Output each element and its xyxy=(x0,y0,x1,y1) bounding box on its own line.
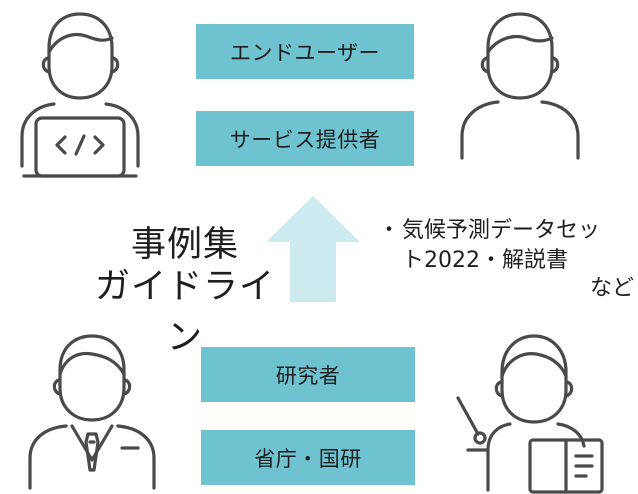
user-person-icon xyxy=(458,8,588,163)
document-icon xyxy=(528,438,606,494)
ministries-box: 省庁・国研 xyxy=(201,430,415,485)
guideline-label: ガイドライン xyxy=(94,267,275,358)
note-line-3: など xyxy=(590,276,635,301)
researcher-box: 研究者 xyxy=(201,347,415,402)
code-brackets-icon xyxy=(55,133,105,157)
service-provider-box: サービス提供者 xyxy=(196,111,414,166)
end-user-label: エンドユーザー xyxy=(229,40,381,65)
case-study-label: 事例集 xyxy=(130,225,239,265)
end-user-box: エンドユーザー xyxy=(196,24,414,79)
researcher-label: 研究者 xyxy=(275,363,341,388)
note-bullet: ・ xyxy=(378,218,401,243)
note-line-2: ト2022・解説書 xyxy=(402,248,568,273)
note-line-1: 気候予測データセッ xyxy=(402,218,601,243)
teacher-icon xyxy=(454,330,624,493)
up-arrow-icon xyxy=(266,196,360,302)
businessman-icon xyxy=(26,330,161,490)
ministries-label: 省庁・国研 xyxy=(254,446,362,471)
developer-person-icon xyxy=(14,6,144,181)
service-provider-label: サービス提供者 xyxy=(229,127,381,152)
